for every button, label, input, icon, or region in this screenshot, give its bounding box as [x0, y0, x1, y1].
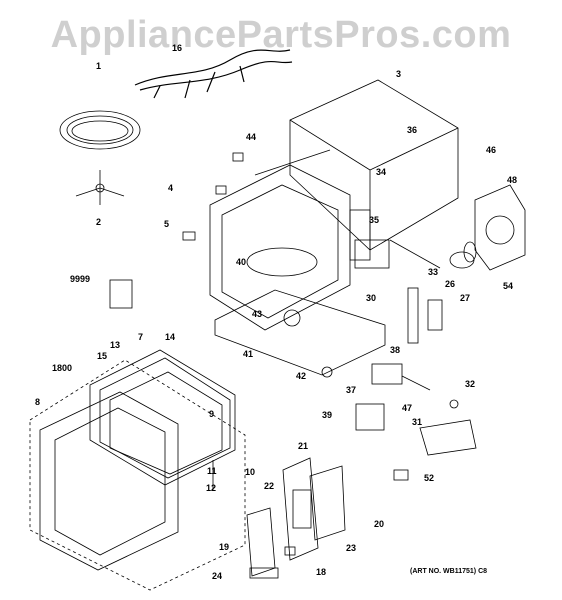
callout-11: 11 [207, 466, 217, 476]
control-bracket [407, 287, 443, 344]
callout-39: 39 [322, 410, 333, 420]
wire-harness [134, 49, 293, 99]
callout-43: 43 [252, 309, 263, 319]
callout-42: 42 [296, 371, 307, 381]
callout-31: 31 [412, 417, 423, 427]
fan-blade [449, 241, 477, 269]
callout-4: 4 [168, 183, 174, 193]
callout-23: 23 [346, 543, 357, 553]
callout-35: 35 [369, 215, 380, 225]
callout-20: 20 [374, 519, 385, 529]
callout-52: 52 [424, 473, 435, 483]
callout-37: 37 [346, 385, 357, 395]
callout-1800: 1800 [52, 363, 73, 373]
roller-support [75, 170, 125, 205]
turntable-tray [59, 110, 141, 150]
control-panel [282, 457, 319, 561]
callout-22: 22 [264, 481, 275, 491]
callout-14: 14 [165, 332, 176, 342]
callout-12: 12 [206, 483, 217, 493]
callout-54: 54 [503, 281, 514, 291]
art-number: (ART NO. WB11751) C8 [410, 568, 488, 575]
base-plate [214, 289, 386, 376]
callout-32: 32 [465, 379, 476, 389]
door-panels [39, 349, 236, 571]
callout-34: 34 [376, 167, 387, 177]
callout-3: 3 [396, 69, 402, 79]
callout-41: 41 [243, 349, 254, 359]
callout-47: 47 [402, 403, 413, 413]
clip-32 [449, 399, 459, 409]
callout-24: 24 [212, 571, 223, 581]
callout-36: 36 [407, 125, 418, 135]
watermark-text: AppliancePartsPros.com [50, 14, 512, 56]
trim-24 [249, 567, 279, 579]
callout-33: 33 [428, 267, 439, 277]
callout-7: 7 [138, 332, 144, 342]
manual [109, 279, 133, 309]
callout-1: 1 [96, 61, 102, 71]
callout-13: 13 [110, 340, 121, 350]
callout-27: 27 [460, 293, 471, 303]
magnetron-cluster [349, 209, 390, 269]
callout-15: 15 [97, 351, 108, 361]
callout-44: 44 [246, 132, 257, 142]
keypad-19 [246, 507, 276, 577]
duct-31 [419, 419, 477, 456]
oven-cavity [209, 149, 351, 331]
callout-26: 26 [445, 279, 456, 289]
rail-33 [389, 239, 441, 269]
callout-48: 48 [507, 175, 518, 185]
callout-2: 2 [96, 217, 102, 227]
callout-18: 18 [316, 567, 327, 577]
knob-18 [284, 546, 296, 556]
panel-frame-20 [309, 465, 346, 541]
callout-16: 16 [172, 43, 183, 53]
callout-19: 19 [219, 542, 230, 552]
capacitor-39 [355, 403, 385, 431]
callout-9: 9 [209, 409, 215, 419]
callout-8: 8 [35, 397, 41, 407]
callout-5: 5 [164, 219, 170, 229]
callout-38: 38 [390, 345, 401, 355]
callout-21: 21 [298, 441, 309, 451]
switch-52 [393, 469, 409, 481]
callout-40: 40 [236, 257, 247, 267]
motor-38 [371, 363, 403, 385]
callout-10: 10 [245, 467, 256, 477]
fan-housing [474, 184, 526, 271]
switch-44 [232, 152, 244, 162]
callout-30: 30 [366, 293, 377, 303]
callout-46: 46 [486, 145, 497, 155]
bracket-5 [182, 231, 196, 241]
callout-9999: 9999 [70, 274, 91, 284]
bracket-4 [215, 185, 227, 195]
foot-42 [321, 366, 333, 378]
cord-47 [401, 375, 431, 391]
